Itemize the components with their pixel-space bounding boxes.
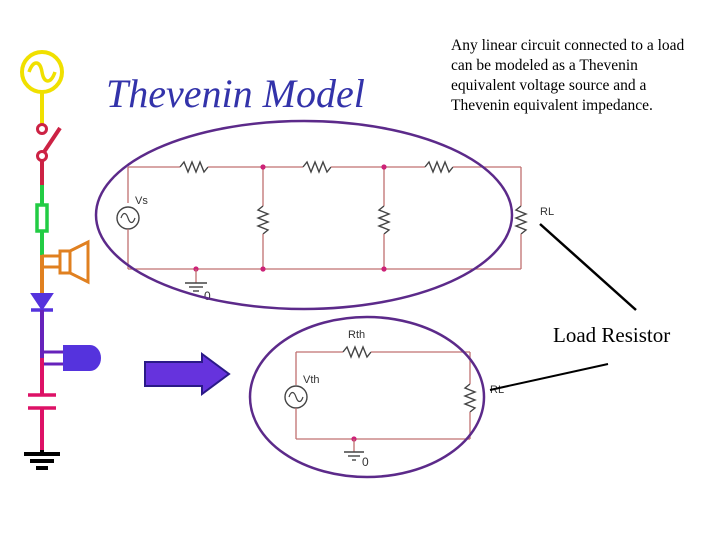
load-resistor-rl-2 [463, 383, 477, 413]
vth-label: Vth [303, 374, 320, 386]
callout-line-full [539, 223, 637, 311]
rth-label: Rth [348, 329, 365, 341]
speaker-icon [40, 239, 90, 294]
capacitor-icon [28, 393, 56, 450]
ground-symbol-2 [344, 439, 364, 461]
shunt-resistor-1 [256, 205, 270, 235]
rl-label-1: RL [540, 206, 554, 218]
callout-line-equivalent [489, 363, 609, 391]
fuse-icon [35, 185, 49, 255]
shunt-resistor-2 [377, 205, 391, 235]
equivalent-circuit: Rth Vth RL 0 [284, 329, 504, 469]
plug-icon [40, 345, 101, 395]
voltage-source-vs [116, 206, 140, 230]
rth-resistor [342, 345, 372, 359]
page-title: Thevenin Model [106, 71, 365, 116]
vs-label: Vs [135, 195, 148, 207]
ground-icon [24, 450, 60, 470]
load-resistor-rl [514, 205, 528, 235]
sidebar-symbols [20, 50, 101, 470]
ground-node-label-2: 0 [362, 455, 369, 469]
ground-symbol-1 [185, 269, 207, 292]
diode-icon [30, 293, 54, 358]
full-circuit-highlight [94, 119, 514, 311]
equivalent-circuit-highlight [248, 315, 486, 479]
series-resistor-3 [424, 160, 454, 174]
description-text: Any linear circuit connected to a load c… [451, 37, 685, 114]
ground-node-label-1: 0 [204, 289, 211, 303]
transform-arrow-icon [144, 352, 231, 396]
series-resistor-2 [302, 160, 332, 174]
ac-source-icon [20, 50, 64, 126]
load-resistor-label: Load Resistor [553, 323, 671, 347]
switch-icon [36, 123, 62, 185]
series-resistor-1 [179, 160, 209, 174]
voltage-source-vth [284, 385, 308, 409]
full-circuit: Vs RL 0 [116, 160, 554, 303]
